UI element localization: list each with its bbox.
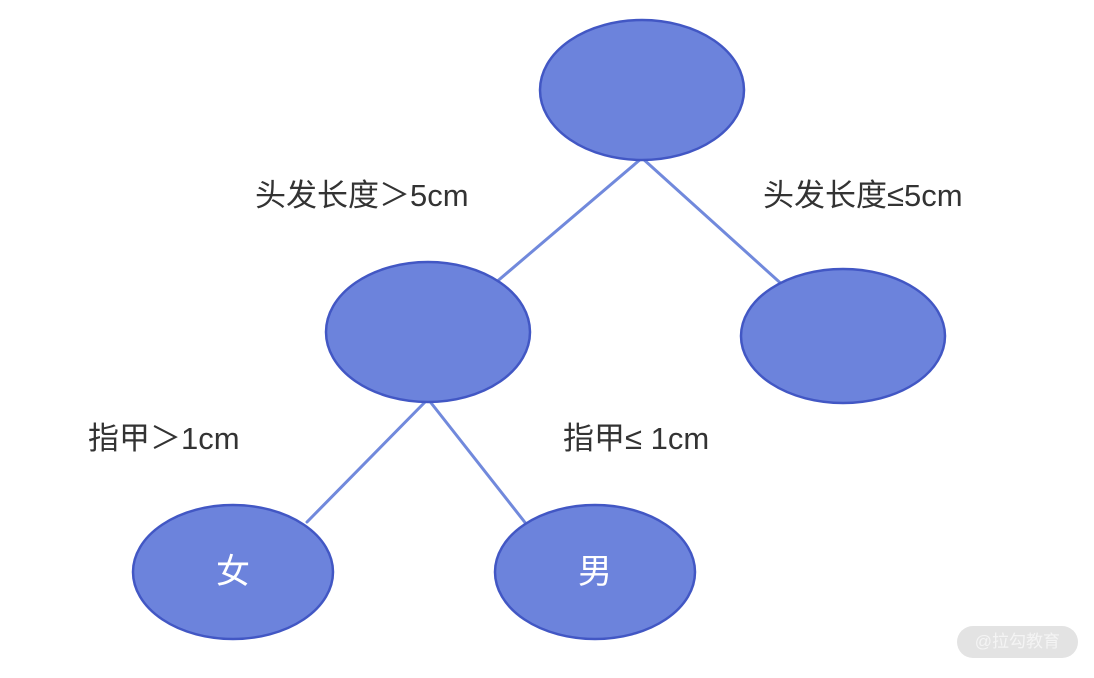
edge-hair-to-female [305, 397, 430, 524]
node-hair-long [324, 260, 532, 404]
node-label-leaf-female: 女 [216, 553, 250, 591]
edge-label-hair-short: 头发长度≤5cm [763, 178, 963, 213]
node-root [538, 18, 746, 162]
edge-label-hair-long: 头发长度＞5cm [255, 178, 469, 213]
edge-root-to-hair-long [485, 156, 644, 292]
node-ellipses [131, 18, 947, 641]
edge-label-nail-long: 指甲＞1cm [88, 421, 240, 456]
node-hair-short [739, 267, 947, 405]
watermark: @拉勾教育 [956, 626, 1078, 658]
edge-hair-to-male [426, 397, 529, 527]
edge-lines [305, 156, 788, 527]
node-leaf-male [493, 503, 697, 641]
edge-root-to-hair-short [640, 156, 788, 290]
node-leaf-female [131, 503, 335, 641]
edge-label-nail-short: 指甲≤ 1cm [563, 421, 710, 456]
node-label-leaf-male: 男 [578, 553, 612, 591]
